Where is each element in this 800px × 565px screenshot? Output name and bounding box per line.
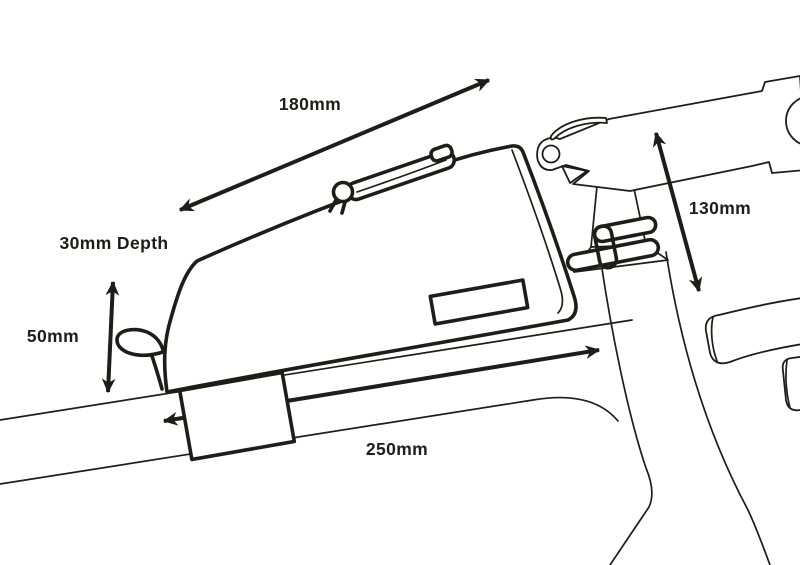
stem-notch — [561, 165, 588, 184]
stem-faceplate — [549, 116, 608, 141]
handlebar — [785, 97, 800, 145]
dimension-annotations: 180mm 30mm Depth 50mm 130mm 250mm — [27, 78, 751, 459]
brake-hood — [704, 297, 800, 365]
top-tube-lower-edge — [0, 396, 619, 485]
head-tube — [665, 251, 771, 565]
dim-arrow-180mm — [178, 78, 491, 212]
dim-label-250mm: 250mm — [366, 439, 428, 459]
stem-assembly — [536, 75, 800, 412]
brake-hood-cap-line — [710, 316, 718, 362]
down-tube — [600, 261, 653, 565]
logo-patch — [428, 278, 530, 326]
dim-label-50mm: 50mm — [27, 326, 79, 346]
dim-label-180mm: 180mm — [279, 94, 341, 114]
brake-lever-cap-line — [785, 359, 791, 409]
stem-bolt — [541, 144, 561, 164]
dim-arrow-50mm — [101, 280, 120, 394]
dim-label-30mm-depth: 30mm Depth — [59, 233, 168, 253]
bag-end-panel-line — [511, 149, 564, 314]
mount-strap — [177, 370, 297, 462]
dim-arrow-130mm — [652, 131, 703, 293]
dim-label-130mm: 130mm — [689, 198, 751, 218]
rear-strap-buckle — [592, 224, 619, 270]
front-strap-loop — [115, 327, 165, 391]
